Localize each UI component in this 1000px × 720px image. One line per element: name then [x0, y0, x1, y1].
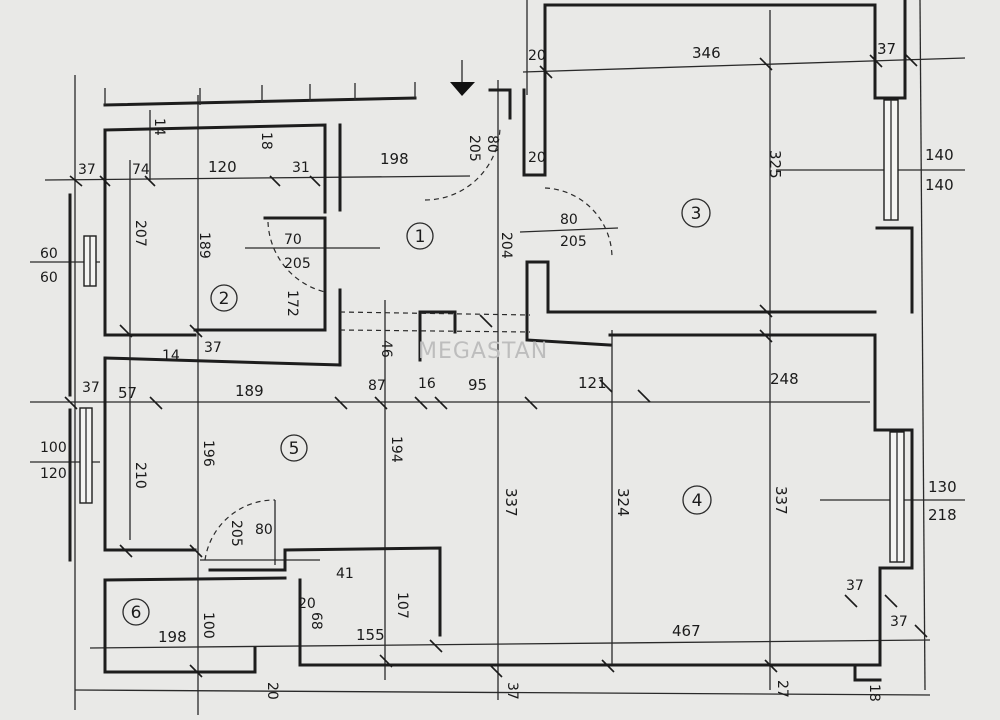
- dim-205-door3: 205: [560, 234, 587, 250]
- dim-37-bottom-right-2: 37: [890, 614, 908, 630]
- dim-68: 68: [308, 612, 324, 630]
- dim-324: 324: [614, 488, 632, 517]
- dim-37-mid: 37: [204, 340, 222, 356]
- room-number-5: 5: [289, 439, 300, 459]
- dim-100-window: 100: [40, 440, 67, 456]
- dim-31: 31: [292, 160, 310, 176]
- dim-87: 87: [368, 378, 386, 394]
- dim-107: 107: [394, 592, 410, 619]
- room-number-3: 3: [691, 204, 702, 224]
- dim-80-door5: 80: [255, 522, 273, 538]
- dim-37-row: 37: [82, 380, 100, 396]
- dim-210: 210: [132, 462, 148, 489]
- dim-18-top: 18: [258, 132, 274, 150]
- dim-37-top-right: 37: [877, 40, 896, 58]
- room-number-6: 6: [131, 603, 142, 623]
- dim-80-door3: 80: [560, 212, 578, 228]
- dim-205-door2: 205: [284, 256, 311, 272]
- dim-140-a: 140: [925, 146, 954, 164]
- dim-140-b: 140: [925, 176, 954, 194]
- room-labels: 1 2 3 4 5 6: [122, 198, 712, 626]
- dim-325: 325: [766, 150, 784, 179]
- dim-120: 120: [208, 158, 237, 176]
- dim-18: 18: [866, 684, 882, 702]
- dim-100-bottom: 100: [200, 612, 216, 639]
- dim-248: 248: [770, 370, 799, 388]
- dim-14-top: 14: [151, 118, 167, 136]
- dim-172: 172: [284, 290, 300, 317]
- dim-57: 57: [118, 384, 137, 402]
- door-swings: [204, 127, 613, 565]
- dim-155: 155: [356, 626, 385, 644]
- dim-60-a: 60: [40, 246, 58, 262]
- dim-16: 16: [418, 376, 436, 392]
- dim-198-top: 198: [380, 150, 409, 168]
- dim-95: 95: [468, 376, 487, 394]
- dim-121: 121: [578, 374, 607, 392]
- dim-120-window: 120: [40, 466, 67, 482]
- dim-14: 14: [162, 348, 180, 364]
- room-number-2: 2: [219, 289, 230, 309]
- room-number-1: 1: [415, 227, 426, 247]
- dim-205-door5: 205: [228, 520, 244, 547]
- dim-198-bottom: 198: [158, 628, 187, 646]
- entrance-arrow-icon: [450, 82, 475, 96]
- dim-189-horizontal: 189: [235, 382, 264, 400]
- dim-337-b: 337: [772, 486, 790, 515]
- dim-80-door1: 80: [484, 135, 500, 153]
- dim-37-left: 37: [78, 162, 96, 178]
- dim-37-bottom: 37: [504, 682, 520, 700]
- dim-189-vertical: 189: [196, 232, 212, 259]
- dim-37-bottom-right-1: 37: [846, 578, 864, 594]
- dim-337-a: 337: [502, 488, 520, 517]
- watermark: MEGASTAN: [418, 339, 548, 364]
- dim-196: 196: [200, 440, 216, 467]
- dim-70: 70: [284, 232, 302, 248]
- dim-46: 46: [378, 340, 394, 358]
- dimension-ticks: [64, 53, 928, 678]
- dim-60-b: 60: [40, 270, 58, 286]
- dim-20-c: 20: [298, 596, 316, 612]
- dim-130: 130: [928, 478, 957, 496]
- dim-467: 467: [672, 622, 701, 640]
- dim-41: 41: [336, 566, 354, 582]
- dimension-labels: 346 37 20 20 325 140 140 37 74 120 31 19…: [40, 40, 957, 702]
- dimension-lines: [30, 0, 966, 715]
- dim-346: 346: [692, 44, 721, 62]
- dim-218: 218: [928, 506, 957, 524]
- dim-194: 194: [388, 436, 404, 463]
- walls: [68, 0, 914, 682]
- dim-20-bottom: 20: [264, 682, 280, 700]
- dim-20-b: 20: [528, 150, 546, 166]
- windows: [79, 99, 905, 563]
- dim-207: 207: [132, 220, 148, 247]
- dim-27: 27: [774, 680, 790, 698]
- room-number-4: 4: [692, 491, 703, 511]
- dim-20-a: 20: [528, 48, 546, 64]
- dim-205-door1: 205: [466, 135, 482, 162]
- dim-204: 204: [498, 232, 514, 259]
- dim-74: 74: [132, 162, 150, 178]
